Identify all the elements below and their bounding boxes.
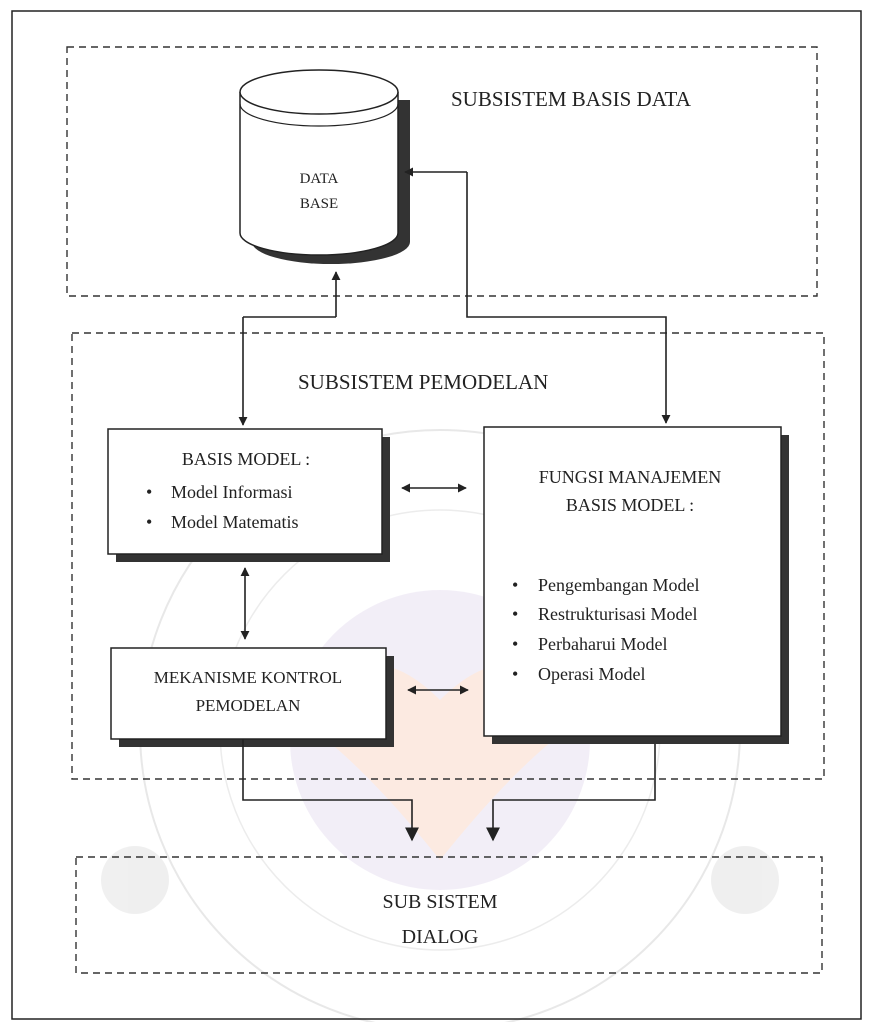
management-title-line2: BASIS MODEL :: [566, 495, 694, 515]
management-item: Operasi Model: [538, 664, 645, 684]
management-item: Perbaharui Model: [538, 634, 667, 654]
basis-model-title: BASIS MODEL :: [182, 449, 310, 469]
page-frame: [11, 10, 862, 1020]
arrow-management-dialog: [486, 744, 656, 842]
bullet: •: [512, 634, 518, 654]
modeling-subsystem-box: [71, 332, 825, 780]
basis-model-item: Model Matematis: [171, 512, 298, 532]
management-box: [483, 426, 782, 737]
database-cylinder: [239, 69, 410, 264]
control-title-line1: MEKANISME KONTROL: [154, 668, 342, 687]
control-box: [110, 647, 387, 740]
cylinder-label-line2: BASE: [300, 196, 338, 212]
bullet: •: [512, 604, 518, 624]
control-title-line2: PEMODELAN: [196, 696, 301, 715]
dialog-title-line1: SUB SISTEM: [382, 891, 497, 913]
basis-model-item: Model Informasi: [171, 482, 292, 502]
bullet: •: [146, 482, 152, 502]
management-item: Restrukturisasi Model: [538, 604, 698, 624]
management-item: Pengembangan Model: [538, 575, 699, 595]
database-subsystem-title: SUBSISTEM BASIS DATA: [451, 87, 692, 111]
modeling-subsystem-title: SUBSISTEM PEMODELAN: [298, 370, 548, 394]
arrow-database-management: [466, 172, 671, 424]
dialog-subsystem-box: [75, 856, 823, 974]
bullet: •: [146, 512, 152, 532]
dialog-title-line2: DIALOG: [402, 926, 479, 948]
database-subsystem-box: [66, 46, 818, 297]
arrow-control-dialog: [242, 739, 419, 842]
bullet: •: [512, 575, 518, 595]
bullet: •: [512, 664, 518, 684]
cylinder-label-line1: DATA: [300, 171, 339, 187]
basis-model-box: [107, 428, 383, 555]
management-title-line1: FUNGSI MANAJEMEN: [539, 467, 722, 487]
